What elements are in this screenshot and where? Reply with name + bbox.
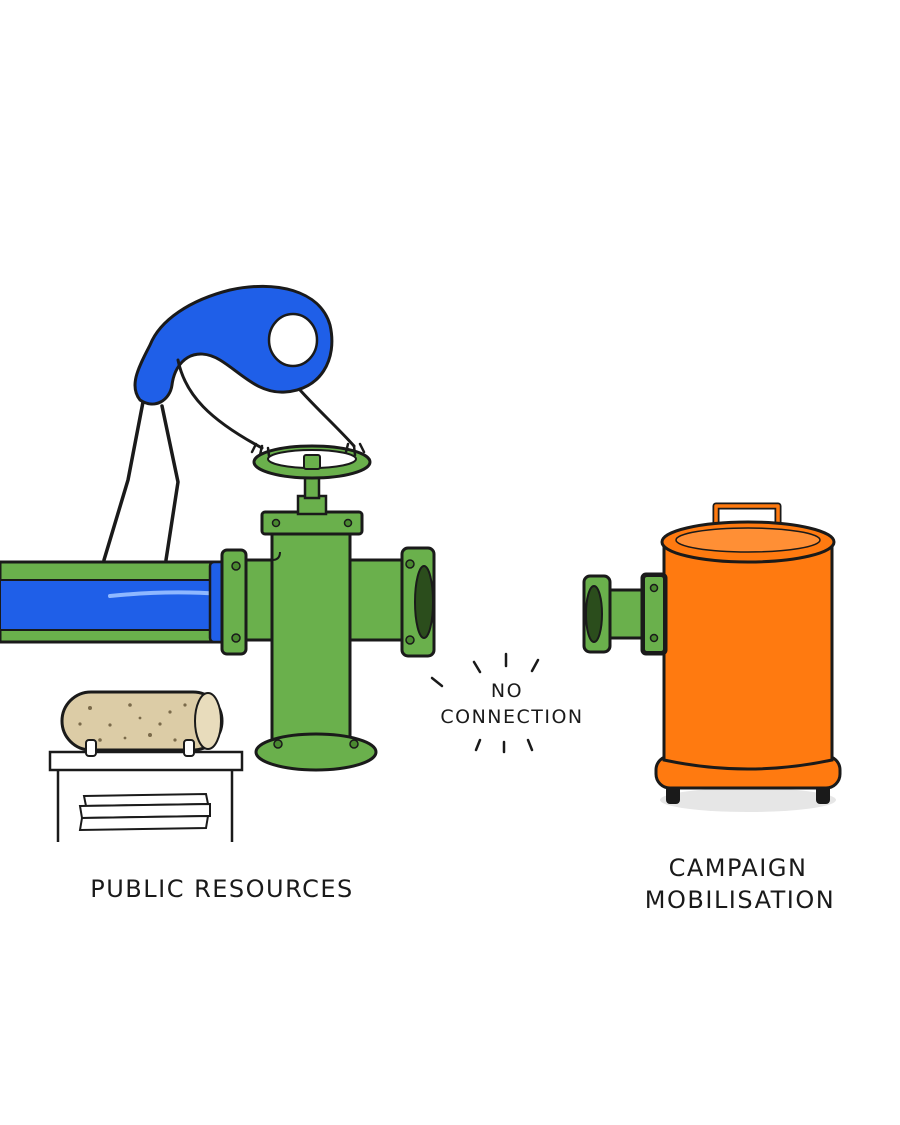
blue-main-pipe bbox=[0, 560, 232, 644]
log-on-table bbox=[48, 690, 244, 842]
spark-lines bbox=[430, 652, 540, 754]
blue-figure bbox=[102, 284, 366, 562]
handwheel bbox=[252, 444, 372, 480]
connection-label: CONNECTION bbox=[440, 706, 583, 728]
green-valve-junction bbox=[220, 460, 436, 772]
campaign-label: CAMPAIGN bbox=[669, 854, 808, 882]
table bbox=[48, 750, 244, 842]
mobilisation-label: MOBILISATION bbox=[645, 886, 835, 914]
log bbox=[60, 690, 224, 757]
public-resources-label: PUBLIC RESOURCES bbox=[90, 875, 354, 903]
orange-tank bbox=[654, 502, 842, 812]
tank-outlet-pipe bbox=[582, 572, 668, 656]
no-label: NO bbox=[491, 680, 523, 702]
paper-stack bbox=[78, 792, 211, 832]
